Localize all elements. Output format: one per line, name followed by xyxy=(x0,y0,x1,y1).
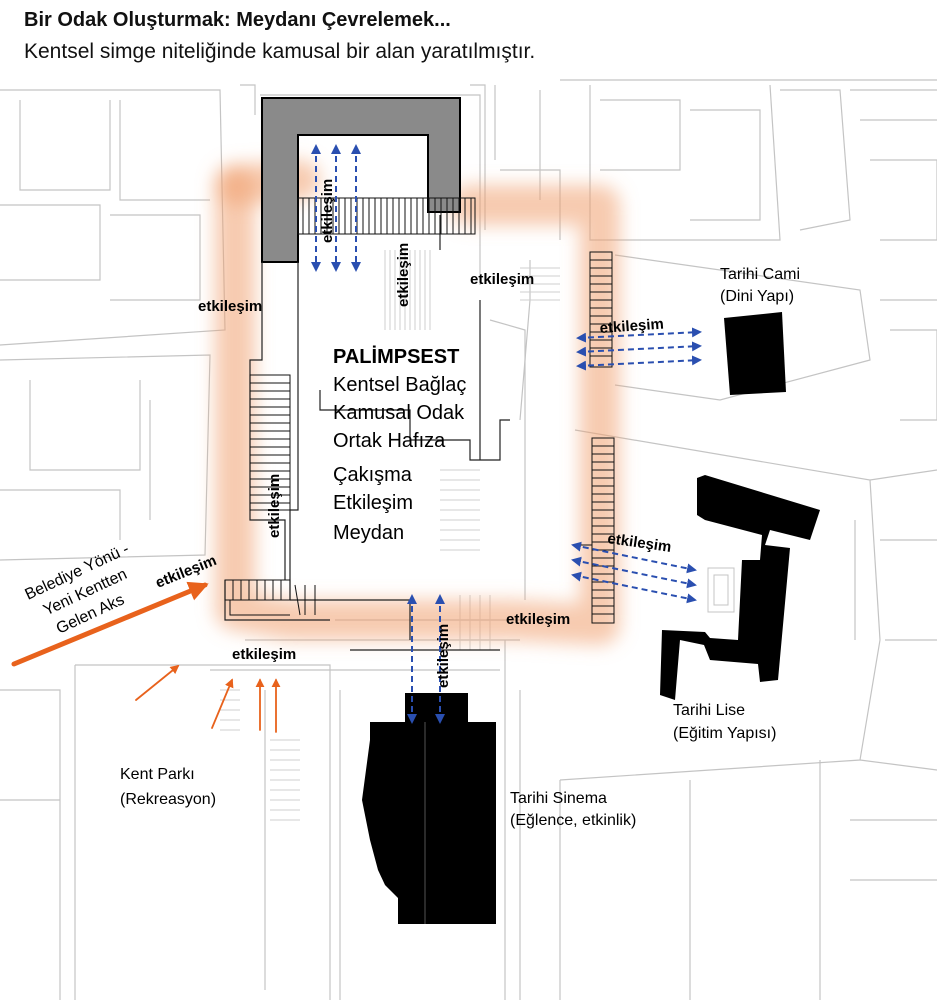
interaction-label: etkileşim xyxy=(153,552,219,592)
interaction-label: etkileşim xyxy=(266,474,283,538)
blue-interaction-arrows xyxy=(311,144,702,724)
concept-heading: PALİMPSEST xyxy=(333,345,459,368)
school-sublabel: (Eğitim Yapısı) xyxy=(673,725,776,742)
historic-buildings xyxy=(362,312,820,924)
page-title: Bir Odak Oluşturmak: Meydanı Çevrelemek.… xyxy=(24,9,451,31)
interaction-label: etkileşim xyxy=(198,298,262,315)
mosque-sublabel: (Dini Yapı) xyxy=(720,288,794,305)
school-building xyxy=(660,475,820,700)
context-urban-fabric xyxy=(0,79,937,1000)
park-sublabel: (Rekreasyon) xyxy=(120,791,216,808)
concept-line: Çakışma xyxy=(333,464,413,486)
page-subtitle: Kentsel simge niteliğinde kamusal bir al… xyxy=(24,40,536,63)
interaction-label: etkileşim xyxy=(232,646,296,663)
cinema-label: Tarihi Sinema xyxy=(510,790,607,807)
interaction-label: etkileşim xyxy=(599,316,664,337)
school-courtyard-outline xyxy=(707,567,735,613)
concept-line: Meydan xyxy=(333,522,404,544)
concept-text: PALİMPSEST Kentsel Bağlaç Kamusal Odak O… xyxy=(333,345,466,544)
orange-arrows xyxy=(11,581,281,733)
mosque-label: Tarihi Cami xyxy=(720,266,800,283)
cinema-sublabel: (Eğlence, etkinlik) xyxy=(510,812,636,829)
school-label: Tarihi Lise xyxy=(673,702,745,719)
interaction-label: etkileşim xyxy=(470,271,534,288)
gray-u-building xyxy=(261,97,461,263)
landmark-labels: Tarihi Cami (Dini Yapı) Tarihi Lise (Eği… xyxy=(120,266,800,829)
axis-arrow xyxy=(11,581,209,667)
concept-line: Kentsel Bağlaç xyxy=(333,374,466,396)
mosque-building xyxy=(724,312,786,395)
interaction-label: etkileşim xyxy=(395,243,412,307)
cinema-building xyxy=(362,693,496,924)
concept-line: Etkileşim xyxy=(333,492,413,514)
concept-line: Ortak Hafıza xyxy=(333,430,446,452)
park-label: Kent Parkı xyxy=(120,766,195,783)
interaction-label: etkileşim xyxy=(506,611,570,628)
concept-line: Kamusal Odak xyxy=(333,402,465,424)
axis-label: Belediye Yönü - Yeni Kentten Gelen Aks xyxy=(23,541,132,638)
interaction-label: etkileşim xyxy=(319,179,336,243)
interaction-label: etkileşim xyxy=(435,624,452,688)
